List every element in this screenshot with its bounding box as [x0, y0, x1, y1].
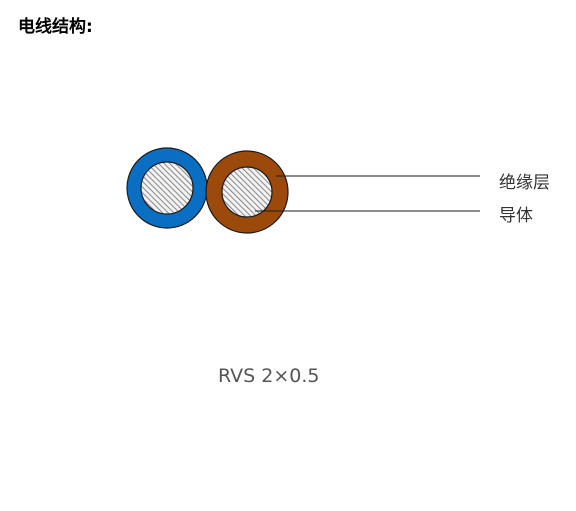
conductor-label: 导体: [499, 206, 533, 226]
left-conductor: [140, 161, 194, 215]
cable-model-label: RVS 2×0.5: [218, 365, 320, 387]
diagram-heading: 电线结构:: [18, 17, 93, 37]
right-conductor: [221, 166, 273, 218]
left-core: [126, 147, 208, 229]
right-core: [205, 150, 289, 234]
insulation-label: 绝缘层: [499, 173, 550, 193]
